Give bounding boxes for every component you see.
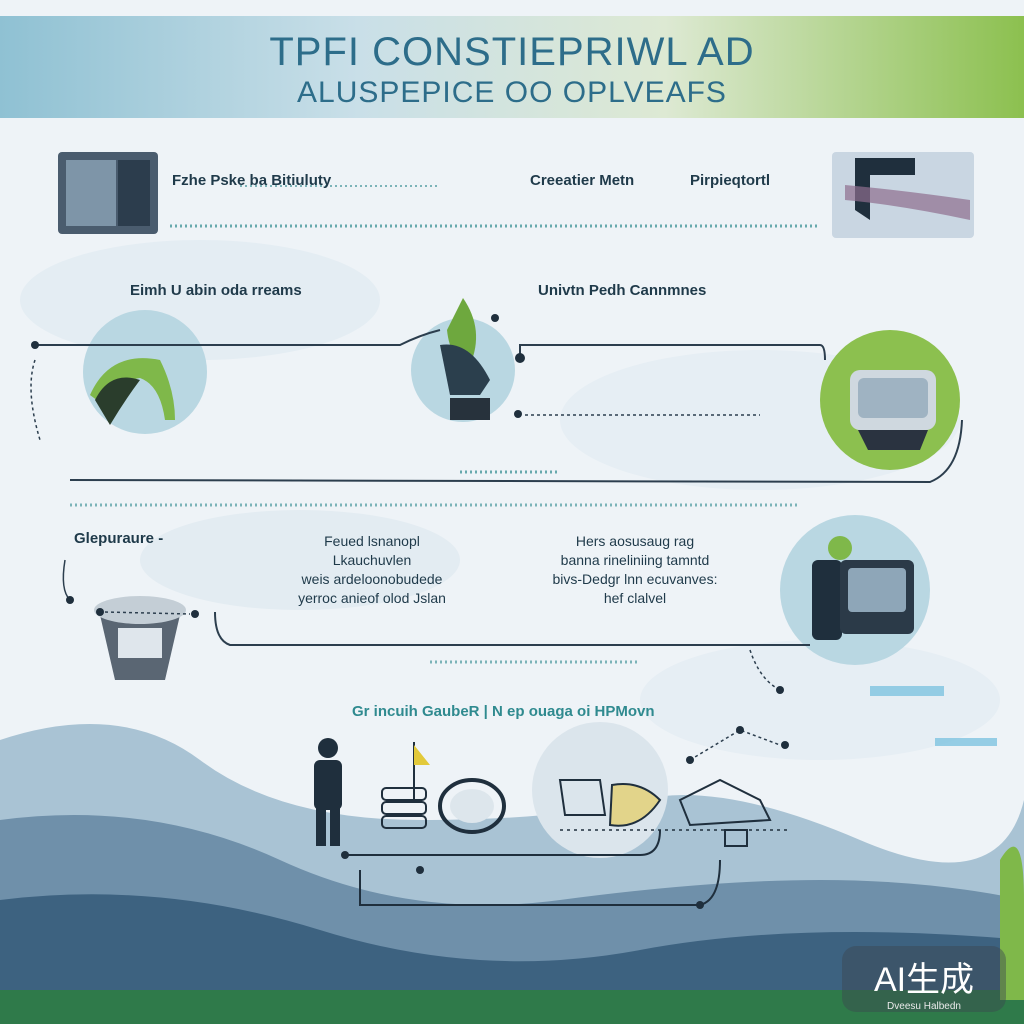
watermark-subtext: Dveesu Halbedn — [887, 1001, 961, 1012]
top-label-right: Pirpieqtortl — [690, 172, 771, 189]
watermark-badge: AI生成 Dveesu Halbedn — [842, 946, 1006, 1012]
food-items-icon — [558, 778, 772, 847]
thumbnail-left-icon — [58, 152, 158, 234]
stacked-boxes-icon — [381, 787, 427, 829]
header-banner — [0, 16, 1024, 118]
lower-paragraph-left: Feued lsnanopl Lkauchuvlen weis ardeloon… — [298, 533, 446, 606]
page-subtitle: ALUSPEPICE OO OPLVEAFS — [297, 76, 727, 109]
plant-hand-icon — [440, 298, 490, 420]
lower-paragraph-right: Hers aosusaug rag banna rineliniing tamn… — [552, 533, 718, 606]
person-icon — [314, 738, 342, 846]
lower-label-left: Glepuraure - — [74, 530, 164, 547]
warning-flag-icon — [413, 742, 430, 800]
thumbnail-right-icon — [832, 152, 974, 238]
top-label-left: Fzhe Pske ba Bitiuluty — [172, 172, 332, 189]
ring-icon — [438, 778, 506, 834]
watermark-text: AI生成 — [873, 961, 975, 999]
top-label-middle: Creeatier Metn — [530, 172, 635, 189]
machine-icon — [850, 370, 936, 450]
leaf-icon — [90, 358, 175, 425]
middle-label-right: Univtn Pedh Cannmnes — [538, 282, 707, 299]
bottom-label: Gr incuih GaubeR | N ep ouaga oi HPMovn — [352, 703, 655, 720]
basket-icon — [94, 596, 186, 680]
page-title: TPFI CONSTIEPRIWL AD — [269, 30, 755, 74]
middle-label-left: Eimh U abin oda rreams — [130, 282, 302, 299]
worker-machine-icon — [812, 536, 914, 640]
